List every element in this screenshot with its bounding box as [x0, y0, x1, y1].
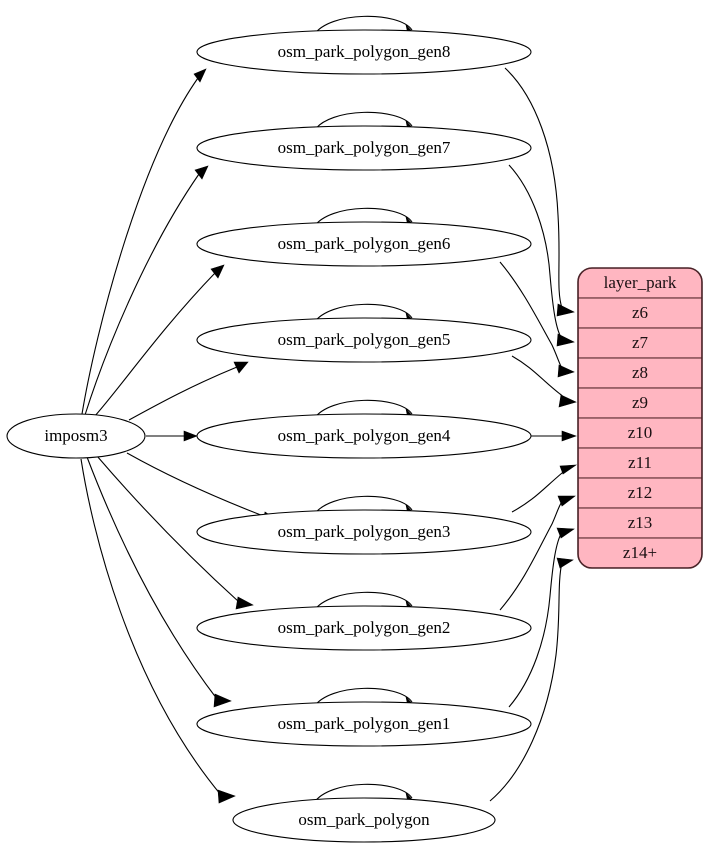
- node-osm-park-polygon[interactable]: osm_park_polygon: [232, 797, 496, 843]
- table-row-label-z9: z9: [632, 393, 648, 412]
- edge-imposm3-to-gen2: [96, 455, 254, 610]
- edge-imposm3-to-gen3: [126, 452, 280, 524]
- edge-imposm3-to-polygon: [80, 458, 236, 804]
- edge-imposm3-to-gen5: [128, 361, 249, 421]
- node-imposm3-label: imposm3: [44, 426, 107, 445]
- table-row-label-z8: z8: [632, 363, 648, 382]
- table-row-z9-cell[interactable]: [578, 387, 702, 419]
- table-row-z14plus-cell[interactable]: [578, 537, 702, 568]
- node-osm-park-polygon-gen6[interactable]: osm_park_polygon_gen6: [196, 221, 532, 267]
- node-label-polygon: osm_park_polygon: [298, 810, 430, 829]
- node-label-gen5: osm_park_polygon_gen5: [278, 330, 451, 349]
- node-label-gen2: osm_park_polygon_gen2: [278, 618, 451, 637]
- edge-gen4-to-z10: [531, 430, 577, 442]
- table-header-label: layer_park: [604, 273, 677, 292]
- node-label-gen3: osm_park_polygon_gen3: [278, 522, 451, 541]
- table-row-label-z13: z13: [628, 513, 653, 532]
- table-row-label-z6: z6: [632, 303, 648, 322]
- edge-gen8-to-z6: [504, 67, 575, 317]
- node-osm-park-polygon-gen3[interactable]: osm_park_polygon_gen3: [196, 509, 532, 555]
- edge-polygon-to-z14: [489, 557, 574, 802]
- layer-park-table[interactable]: layer_park z6 z7 z8 z9 z10 z11 z12 z13 z…: [577, 267, 703, 569]
- table-row-z8-cell[interactable]: [578, 357, 702, 389]
- node-imposm3[interactable]: imposm3: [6, 413, 146, 459]
- edge-gen5-to-z9: [511, 355, 577, 408]
- node-label-gen4: osm_park_polygon_gen4: [278, 426, 451, 445]
- table-border: [577, 267, 703, 569]
- node-osm-park-polygon-gen2[interactable]: osm_park_polygon_gen2: [196, 605, 532, 651]
- node-osm-park-polygon-gen4[interactable]: osm_park_polygon_gen4: [196, 413, 532, 459]
- node-label-gen7: osm_park_polygon_gen7: [278, 138, 451, 157]
- edge-imposm3-to-gen8: [81, 68, 207, 415]
- node-label-gen6: osm_park_polygon_gen6: [278, 234, 451, 253]
- table-row-z11-cell[interactable]: [578, 447, 702, 479]
- table-row-label-z12: z12: [628, 483, 653, 502]
- table-row-label-z11: z11: [628, 453, 652, 472]
- node-label-gen1: osm_park_polygon_gen1: [278, 714, 451, 733]
- node-osm-park-polygon-gen7[interactable]: osm_park_polygon_gen7: [196, 125, 532, 171]
- edge-imposm3-to-gen1: [86, 456, 232, 708]
- node-osm-park-polygon-gen8[interactable]: osm_park_polygon_gen8: [196, 29, 532, 75]
- edges-nodes-to-table: [489, 67, 578, 802]
- edge-gen2-to-z12: [499, 495, 576, 611]
- table-row-label-z7: z7: [632, 333, 649, 352]
- node-label-gen8: osm_park_polygon_gen8: [278, 42, 451, 61]
- table-row-label-z14plus: z14+: [623, 543, 657, 562]
- edges-source-to-nodes: [80, 68, 280, 804]
- edge-gen1-to-z13: [508, 527, 575, 708]
- edge-gen7-to-z7: [508, 164, 575, 347]
- edge-gen3-to-z11: [511, 464, 578, 513]
- node-osm-park-polygon-gen5[interactable]: osm_park_polygon_gen5: [196, 317, 532, 363]
- edge-imposm3-to-gen6: [93, 264, 225, 418]
- table-row-label-z10: z10: [628, 423, 653, 442]
- edge-gen6-to-z8: [499, 261, 575, 378]
- node-osm-park-polygon-gen1[interactable]: osm_park_polygon_gen1: [196, 701, 532, 747]
- edge-imposm3-to-gen7: [84, 165, 209, 416]
- edge-imposm3-to-gen4: [146, 430, 198, 442]
